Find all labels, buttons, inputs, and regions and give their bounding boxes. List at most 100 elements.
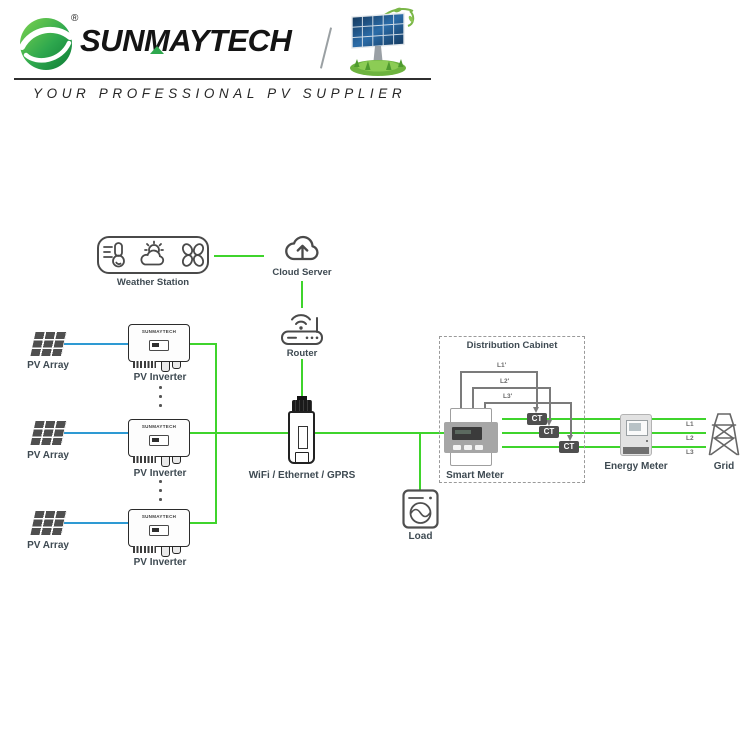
thermometer-icon — [103, 246, 113, 258]
wire-l1-grid-side — [652, 418, 706, 420]
pv-array-icon — [30, 421, 67, 445]
smart-meter-icon — [444, 408, 498, 466]
energy-meter-screen — [626, 420, 648, 436]
solar-panel-illustration — [340, 6, 416, 78]
ellipsis-dot — [159, 480, 162, 483]
distribution-cabinet-box — [439, 336, 585, 483]
load-icon — [402, 489, 439, 529]
wire-label-l1-prime: L1' — [497, 362, 507, 369]
wire-l2-grid-side — [652, 432, 706, 434]
brand-tagline: YOUR PROFESSIONAL PV SUPPLIER — [33, 86, 407, 101]
header-divider — [319, 27, 333, 69]
dongle-slot — [298, 426, 308, 449]
pv-array-label: PV Array — [27, 360, 69, 371]
inverter-connector — [172, 361, 181, 369]
ellipsis-dot — [159, 489, 162, 492]
pv-array-icon — [30, 332, 67, 356]
ellipsis-dot — [159, 404, 162, 407]
dongle-cap-top — [297, 396, 307, 401]
smart-meter-label: Smart Meter — [446, 470, 504, 481]
wire-label-l3-prime: L3' — [503, 393, 513, 400]
pv-inverter-label: PV Inverter — [133, 468, 187, 479]
smart-meter-lcd — [452, 427, 482, 440]
energy-meter-icon — [620, 414, 652, 456]
fan-icon — [181, 243, 194, 256]
ct-wire-leg-3 — [570, 402, 572, 435]
wire-label-l1: L1 — [686, 421, 694, 428]
load-label: Load — [408, 531, 433, 542]
pv-inverter-icon: SUNMAYTECH — [128, 509, 192, 559]
ct-wire-arrow-2 — [546, 420, 552, 426]
pv-array-label: PV Array — [27, 540, 69, 551]
wire-inverter1-out — [190, 343, 217, 345]
inverter-display — [149, 340, 169, 351]
wifi-dongle-icon — [288, 411, 315, 464]
router-label: Router — [286, 348, 318, 359]
inverter-brand-text: SUNMAYTECH — [141, 424, 177, 429]
ct-wire-riser-2 — [472, 387, 474, 409]
inverter-brand-text: SUNMAYTECH — [141, 329, 177, 334]
wire-cloud-to-router — [301, 281, 303, 308]
pv-inverter-icon: SUNMAYTECH — [128, 324, 192, 374]
wire-label-l3: L3 — [686, 449, 694, 456]
wire-dongle-to-smartmeter — [313, 432, 452, 434]
weather-station-icon — [97, 236, 209, 274]
smart-meter-button — [453, 445, 461, 450]
inverter-connector — [172, 546, 181, 554]
inverter-body: SUNMAYTECH — [128, 419, 190, 457]
wire-inverter2-out — [190, 432, 217, 434]
wire-inverter3-out — [190, 522, 217, 524]
header-rule — [14, 78, 431, 80]
wifi-dongle-label: WiFi / Ethernet / GPRS — [248, 470, 356, 481]
inverter-connector — [161, 361, 170, 372]
inverter-connector — [161, 546, 170, 557]
grid-tower-icon — [706, 411, 742, 457]
grid-label: Grid — [713, 461, 735, 472]
wire-l1-meter-side — [502, 418, 620, 420]
ct-wire-riser-1 — [460, 371, 462, 409]
ct-wire-leg-2 — [549, 387, 551, 420]
ct-clamp: CT — [559, 441, 579, 453]
weather-sensor-icons — [101, 240, 205, 270]
pv-inverter-icon: SUNMAYTECH — [128, 419, 192, 469]
ellipsis-dot — [159, 395, 162, 398]
inverter-brand-text: SUNMAYTECH — [141, 514, 177, 519]
cloud-server-label: Cloud Server — [272, 267, 332, 278]
wire-pvarray1-to-inverter1 — [64, 343, 129, 345]
brand-accent-triangle — [150, 46, 164, 54]
wire-l3-grid-side — [652, 446, 706, 448]
registered-trademark: ® — [71, 13, 79, 24]
inverter-heatsink — [133, 361, 156, 368]
wifi-signal-icon — [291, 314, 311, 321]
dongle-cap — [292, 400, 312, 412]
smart-meter-button — [475, 445, 483, 450]
ellipsis-dot — [159, 386, 162, 389]
smart-meter-button — [464, 445, 472, 450]
wire-drop-to-load — [419, 432, 421, 490]
pv-inverter-label: PV Inverter — [133, 372, 187, 383]
ct-wire-run-3 — [484, 402, 571, 404]
router-icon — [279, 307, 325, 347]
pv-array-label: PV Array — [27, 450, 69, 461]
brand-wordmark: SUNMAYTECH — [80, 23, 292, 58]
wire-router-to-dongle — [301, 359, 303, 397]
energy-meter-band — [623, 447, 649, 454]
pv-inverter-label: PV Inverter — [133, 557, 187, 568]
wire-l2-meter-side — [502, 432, 620, 434]
ct-wire-arrow-3 — [567, 435, 573, 441]
inverter-body: SUNMAYTECH — [128, 509, 190, 547]
wire-weather-to-cloud — [214, 255, 264, 257]
inverter-heatsink — [133, 456, 156, 463]
wire-label-l2: L2 — [686, 435, 694, 442]
wire-bus-to-dongle — [215, 432, 289, 434]
ct-clamp: CT — [527, 413, 547, 425]
ct-wire-arrow-1 — [533, 407, 539, 413]
wire-label-l2-prime: L2' — [500, 378, 510, 385]
energy-meter-label: Energy Meter — [604, 461, 668, 472]
inverter-display — [149, 525, 169, 536]
weather-station-label: Weather Station — [116, 277, 190, 288]
cloud-server-icon — [283, 231, 321, 266]
wire-pvarray2-to-inverter2 — [64, 432, 129, 434]
ct-wire-leg-1 — [536, 371, 538, 407]
